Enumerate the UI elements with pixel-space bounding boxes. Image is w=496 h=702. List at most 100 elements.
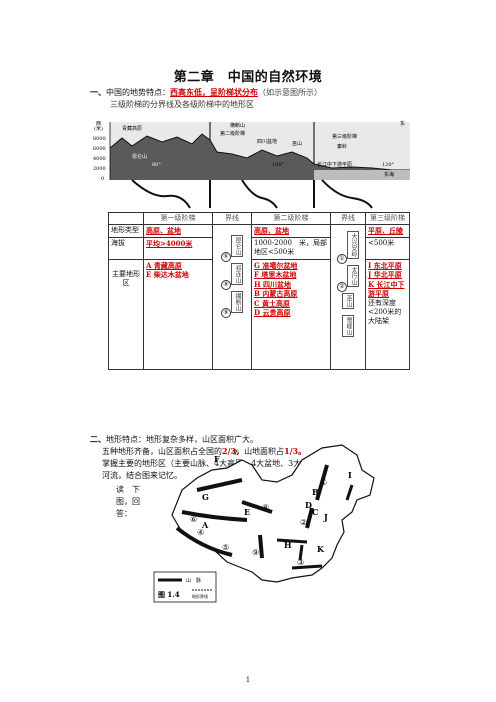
- page-title: 第二章 中国的自然环境: [173, 70, 323, 85]
- region-j: J 华北平原: [368, 270, 402, 280]
- line2-xuefeng: 雪峰山: [341, 314, 355, 337]
- section2-p1: 五种地形齐备，山区面积占全国的2/3，山地面积占1/3。: [102, 446, 306, 457]
- west-label: 西: [96, 121, 101, 127]
- region-g: G 准噶尔盆地: [254, 260, 298, 270]
- profile-label-qinling: 秦岭: [337, 143, 347, 150]
- legend-boundary-label: 地形界线: [192, 593, 208, 599]
- tianshan-range: [196, 478, 243, 492]
- section2-p3: 河流，结合图来记忆。: [102, 471, 182, 480]
- profile-label-120: 120°: [382, 162, 395, 168]
- y-tick-6000: 6000: [93, 146, 106, 152]
- himalaya-range: [175, 526, 233, 557]
- region-d: D 云贵高原: [254, 307, 291, 317]
- header-step1: 第一级阶梯: [143, 211, 213, 226]
- map-letter-j: J: [323, 512, 328, 522]
- region-e: E 柴达木盆地: [146, 270, 189, 280]
- region-f: F 塔里木盆地: [254, 270, 297, 280]
- boundary-line2-cell: ①大兴安岭 ②太行山 巫山 雪峰山: [330, 224, 366, 370]
- step3-note: 还有深度<200米的大陆架: [368, 298, 402, 326]
- line1-hengduan: 横断山: [230, 291, 244, 314]
- qilian-range: [241, 500, 273, 514]
- changbai-range: [345, 484, 354, 501]
- region-a: A 青藏高原: [146, 260, 182, 270]
- section2-lead: 地形特点：地形复杂多样，山区面积广大。: [106, 435, 258, 444]
- line2-taihang: 太行山: [346, 265, 360, 288]
- read-prompt-3: 答：: [116, 509, 132, 518]
- table-row-main: 主要地形区 A 青藏高原 E 柴达木盆地 G 准噶尔盆地 F 塔里木盆地 H 四…: [108, 258, 410, 370]
- region-b: B 内蒙古高原: [254, 289, 298, 299]
- map-letter-b: B: [312, 487, 319, 497]
- p1-hill-share: 1/3。: [284, 446, 307, 456]
- p1-mountain-share: 2/3，: [222, 446, 245, 456]
- line2-marker-1: ①: [336, 254, 347, 265]
- line1-marker-8: ⑧: [220, 280, 231, 291]
- map-num-4: ④: [197, 528, 204, 537]
- map-letter-k: K: [317, 544, 325, 554]
- map-letter-h: H: [284, 540, 292, 550]
- y-tick-2000: 2000: [93, 166, 106, 172]
- row-label-main: 主要地形区: [108, 258, 144, 370]
- profile-label-80: 80°: [152, 162, 161, 168]
- line1-marker-9: ⑨: [220, 308, 231, 319]
- header-step2: 第二级阶梯: [251, 211, 331, 226]
- hengduan-range: [258, 534, 264, 559]
- y-axis-unit: (米): [94, 125, 103, 132]
- map-num-1: ①: [320, 478, 327, 487]
- terrain-steps-table: 第一级阶梯 界线 第二级阶梯 界线 第三级阶梯 地形类型 高原、盆地 ⑥昆仑山 …: [108, 211, 410, 370]
- east-label: 东: [400, 120, 405, 127]
- section1-note: （如示意图所示）: [258, 88, 322, 97]
- line1-kunlun: 昆仑山: [230, 235, 244, 258]
- section1-number: 一、: [90, 87, 106, 97]
- row-label-altitude: 海拔: [108, 236, 144, 260]
- map-letter-g: G: [202, 492, 209, 502]
- header-step3: 第三级阶梯: [365, 211, 410, 226]
- table-header-row: 第一级阶梯 界线 第二级阶梯 界线 第三级阶梯: [108, 211, 410, 226]
- wushan-range: [298, 544, 304, 561]
- map-letter-f: F: [214, 454, 220, 464]
- y-tick-4000: 4000: [93, 156, 106, 162]
- header-blank: [108, 211, 144, 226]
- map-letter-c: C: [312, 507, 318, 517]
- section2-number: 二、: [90, 434, 106, 444]
- step3-type: 平原、丘陵: [365, 224, 410, 238]
- terrain-feature: 西高东低，呈阶梯状分布: [170, 87, 258, 97]
- map-letter-i: I: [348, 470, 352, 480]
- profile-label-step2: 第二级阶梯: [220, 130, 245, 137]
- china-terrain-map: F G E A B C D H I J K ⑦ ⑥ ⑤ ④ ⑧ ⑨ ① ② ③ …: [153, 444, 375, 603]
- map-letter-a: A: [201, 520, 209, 530]
- step3-altitude: <500米: [365, 236, 410, 260]
- region-c: C 黄土高原: [254, 298, 291, 308]
- row-label-type: 地形类型: [108, 224, 144, 238]
- line1-qilian: 祁连山: [230, 263, 244, 286]
- daxinganling-range: [315, 464, 329, 501]
- table-row-type: 地形类型 高原、盆地 ⑥昆仑山 ⑧祁连山 ⑨横断山 高原、盆地 ①大兴安岭 ②太…: [108, 224, 410, 370]
- profile-label-donghai: 东海: [384, 171, 394, 178]
- y-tick-0: 0: [101, 176, 104, 182]
- map-num-2: ②: [300, 518, 307, 527]
- map-num-5: ⑤: [222, 543, 229, 552]
- map-letter-e: E: [244, 507, 250, 517]
- profile-label-changjiang: 长江中下游平原: [317, 161, 352, 168]
- read-prompt-2: 图，回: [116, 497, 140, 506]
- header-line1: 界线: [212, 211, 252, 226]
- step1-type: 高原、盆地: [143, 224, 213, 238]
- profile-label-wushan: 巫山: [292, 140, 302, 147]
- p1-text-c: 山地面积占: [244, 447, 285, 456]
- map-legend-box: [153, 571, 217, 603]
- profile-label-100: 100°: [272, 162, 285, 168]
- line2-wushan: 巫山: [341, 293, 355, 310]
- step3-regions: I 东北平原 J 华北平原 K 长江中下游平原 还有深度<200米的大陆架: [365, 258, 410, 370]
- step2-altitude: 1000-2000 米，局部地区<500米: [251, 236, 331, 260]
- step1-altitude: 平均>4000米: [143, 236, 213, 260]
- profile-label-hengduan: 横断山: [230, 122, 245, 129]
- page-number: 1: [245, 676, 251, 684]
- section2-p2: 掌握主要的地形区（主要山脉、4大高原、4大盆地、3大平原），主要: [102, 459, 346, 468]
- profile-label-step3: 第三级阶梯: [332, 133, 357, 140]
- step1-regions: A 青藏高原 E 柴达木盆地: [143, 258, 213, 370]
- line2-marker-2: ②: [336, 282, 347, 293]
- profile-label-qingzang: 青藏高原: [122, 125, 142, 132]
- kunlun-range: [181, 510, 248, 522]
- region-k: K 长江中下游平原: [368, 279, 405, 299]
- map-num-3: ③: [297, 558, 304, 567]
- region-i: I 东北平原: [368, 260, 402, 270]
